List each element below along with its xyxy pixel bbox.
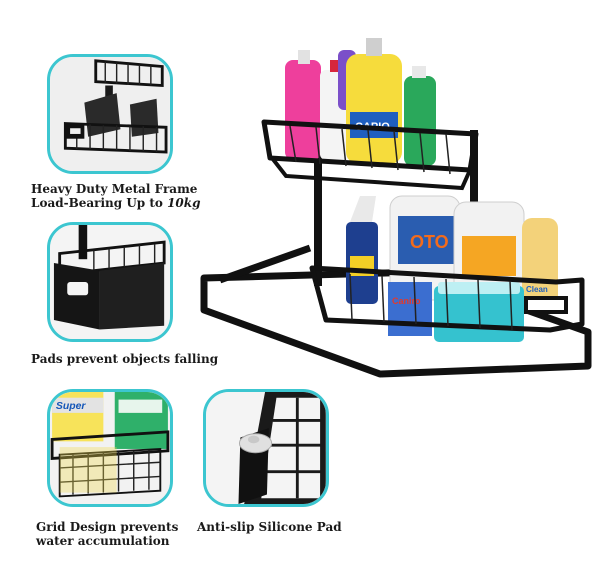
brand-caniro-label: Caniro (392, 296, 421, 306)
yellow-bottle (346, 54, 402, 164)
feature-title: Anti-slip Silicone Pad (197, 520, 342, 534)
detergent-box (388, 282, 432, 336)
green-bottle (404, 76, 436, 166)
feature-subtitle: water accumulation (36, 534, 170, 548)
feature-caption-metal-frame: Heavy Duty Metal Frame Load-Bearing Up t… (31, 182, 200, 210)
silicone-pad-detail-image (206, 392, 326, 504)
grid-detail-image: Super (50, 392, 170, 504)
pads-detail-image (50, 225, 170, 339)
brand-clean-label: Clean (526, 285, 548, 294)
hero-product-image: CAPIO OTO Clean Caniro (200, 38, 592, 378)
feature-title: Heavy Duty Metal Frame (31, 182, 198, 196)
cream-bottle (522, 218, 558, 314)
detail-frame-pads (47, 222, 173, 342)
detail-frame-metal-frame (47, 54, 173, 174)
feature-title: Pads prevent objects falling (31, 352, 219, 366)
feature-caption-grid: Grid Design prevents water accumulation (36, 520, 178, 548)
feature-subtitle: Load-Bearing Up to 10kg (31, 196, 201, 210)
detail-frame-grid: Super (47, 389, 173, 507)
brand-super-label: Super (56, 401, 87, 412)
brand-oto-label: OTO (410, 232, 449, 252)
metal-frame-detail-image (50, 57, 170, 171)
detail-frame-silicone-pad (203, 389, 329, 507)
feature-caption-silicone-pad: Anti-slip Silicone Pad (197, 520, 342, 534)
feature-title: Grid Design prevents (36, 520, 179, 534)
feature-caption-pads: Pads prevent objects falling (31, 352, 218, 366)
pink-bottle (285, 60, 321, 160)
